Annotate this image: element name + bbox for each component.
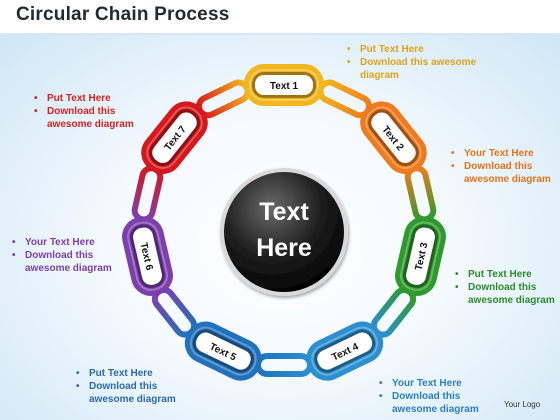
note-7-line-1: Put Text Here [34, 92, 157, 105]
note-link-1: Put Text Here Download this awesome diag… [346, 43, 485, 82]
note-link-2: Your Text Here Download this awesome dia… [450, 147, 560, 186]
note-2-line-2: Download this awesome diagram [451, 160, 560, 186]
note-4-line-1: Your Text Here [379, 377, 502, 390]
note-6-line-2: Download this awesome diagram [12, 249, 135, 275]
chain-link-1 [244, 64, 324, 106]
title-divider [0, 33, 560, 35]
logo-text: Your Logo [504, 400, 541, 409]
note-link-4: Your Text Here Download this awesome dia… [378, 377, 502, 416]
chain-connector-6 [131, 165, 164, 223]
note-2-line-1: Your Text Here [451, 147, 560, 160]
slide-title: Circular Chain Process [16, 4, 230, 25]
note-link-7: Put Text Here Download this awesome diag… [33, 92, 157, 131]
note-3-line-2: Download this awesome diagram [455, 281, 560, 307]
note-5-line-2: Download this awesome diagram [76, 380, 199, 406]
note-link-3: Put Text Here Download this awesome diag… [454, 268, 560, 307]
center-circle [220, 168, 348, 296]
note-7-line-2: Download this awesome diagram [34, 105, 157, 131]
center-text-line-1: Text [259, 198, 309, 226]
chain-link-label-1: Text 1 [270, 81, 299, 92]
note-6-line-1: Your Text Here [12, 236, 135, 249]
chain-link-5 [184, 321, 262, 381]
chain-link-7 [141, 101, 208, 174]
note-5-line-1: Put Text Here [76, 367, 199, 380]
chain-link-2 [360, 101, 427, 174]
center-text-line-2: Here [256, 234, 312, 262]
note-1-line-1: Put Text Here [347, 43, 485, 56]
chain-link-4 [306, 321, 384, 381]
chain-connector-2 [404, 165, 437, 223]
chain-connector-4 [255, 353, 313, 377]
note-4-line-2: Download this awesome diagram [379, 390, 502, 416]
note-1-line-2: Download this awesome diagram [347, 56, 485, 82]
note-3-line-1: Put Text Here [455, 268, 560, 281]
note-link-6: Your Text Here Download this awesome dia… [11, 236, 135, 275]
chain-link-3 [395, 216, 446, 296]
note-link-5: Put Text Here Download this awesome diag… [75, 367, 199, 406]
